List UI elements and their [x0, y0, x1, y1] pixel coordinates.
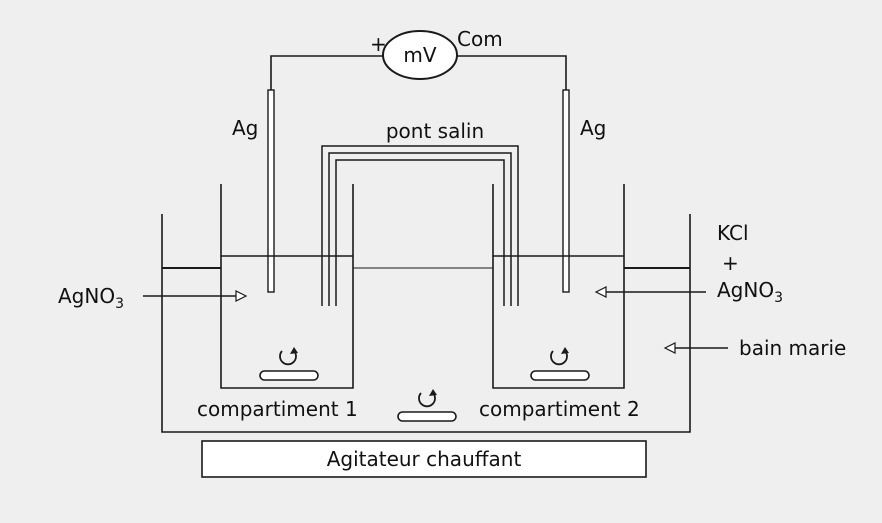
millivoltmeter-body [382, 30, 458, 80]
compartment-1-label: compartiment 1 [197, 397, 358, 421]
millivoltmeter-label: mV [403, 43, 436, 67]
compartment-2-label: compartiment 2 [479, 397, 640, 421]
com-terminal-label: Com [457, 27, 503, 51]
stir-bar-bath [397, 389, 457, 422]
compartment-2-vessel [492, 184, 625, 389]
stir-bar-compartment-2 [530, 347, 590, 381]
heating-stirrer-label: Agitateur chauffant [327, 447, 522, 471]
water-bath-vessel [161, 214, 691, 433]
rotation-arrow-icon [279, 350, 297, 366]
heating-stirrer-plate [201, 440, 647, 478]
millivoltmeter: mV + Com [370, 27, 503, 80]
water-bath-arrowhead [663, 342, 676, 354]
stir-bar-compartment-1 [259, 347, 319, 381]
right-solution-plus: + [722, 251, 739, 275]
rotation-arrow-icon [418, 392, 436, 408]
salt-bridge-label: pont salin [386, 119, 484, 143]
right-solution-kcl-label: KCl [717, 221, 749, 245]
left-silver-electrode [267, 89, 275, 293]
right-solution-agno3-label: AgNO3 [717, 278, 783, 306]
salt-bridge [321, 145, 519, 306]
right-solution-arrowhead [594, 286, 607, 298]
right-silver-electrode [562, 89, 570, 293]
positive-terminal-label: + [370, 32, 387, 56]
rotation-arrow-icon [550, 350, 568, 366]
left-solution-arrowhead [235, 290, 248, 302]
right-electrode-label: Ag [580, 116, 606, 140]
water-bath-label: bain marie [739, 336, 846, 360]
left-solution-label: AgNO3 [58, 284, 124, 312]
left-electrode-label: Ag [232, 116, 258, 140]
compartment-1-vessel [220, 184, 354, 389]
